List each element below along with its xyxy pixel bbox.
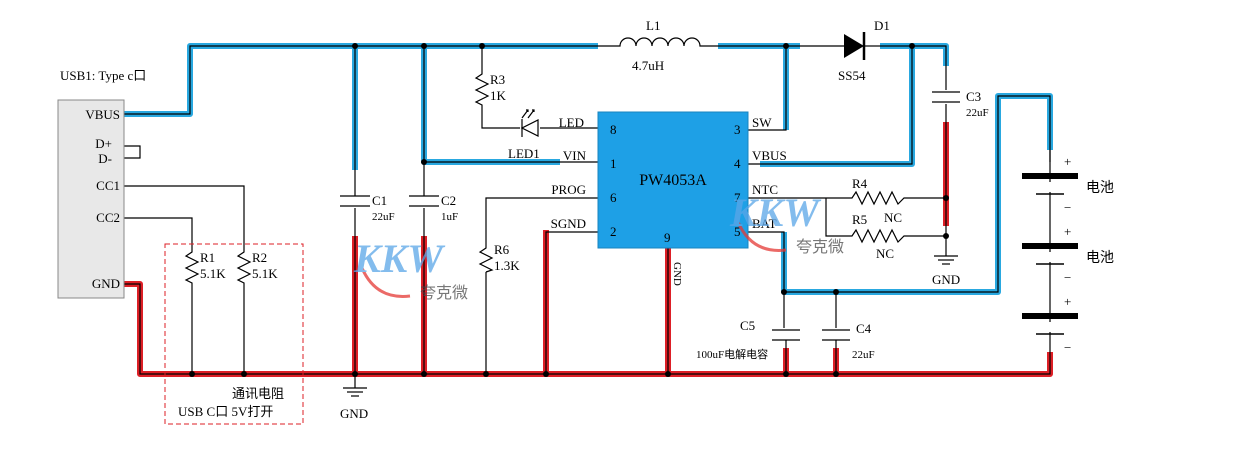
ic-name: PW4053A — [639, 172, 707, 189]
resistor-r3: R3 1K — [474, 70, 507, 108]
battery-3-plus: + — [1064, 294, 1071, 309]
usb-connector: USB1: Type c口 VBUS D+ D- CC1 CC2 GND — [57, 68, 146, 299]
resistor-r1: R1 5.1K — [184, 246, 226, 288]
usb-pin-dplus: D+ — [95, 136, 112, 151]
watermark-left-text: KKW — [353, 236, 445, 281]
watermark-right-text: KKW — [729, 190, 821, 235]
gnd-label-left: GND — [340, 406, 368, 421]
usb-title: USB1: Type c口 — [60, 68, 146, 83]
d1-value: SS54 — [838, 68, 866, 83]
ic-pin-2-num: 2 — [610, 224, 617, 239]
l1-value: 4.7uH — [632, 58, 664, 73]
ic-pin-3-num: 3 — [734, 122, 741, 137]
ic-pin-ntc-label: NTC — [752, 182, 778, 197]
ic-pin-1-num: 1 — [610, 156, 617, 171]
battery-label-2: 电池 — [1086, 250, 1114, 266]
capacitor-c3: C3 22uF — [932, 89, 989, 119]
usb-pin-gnd: GND — [92, 276, 120, 291]
ic-pin-9-num: 9 — [664, 230, 671, 245]
r6-value: 1.3K — [494, 258, 520, 273]
battery-stack: + − + − + − 电池 电池 — [1020, 150, 1114, 355]
ic-pin-7-num: 7 — [734, 190, 741, 205]
battery-3-minus: − — [1064, 340, 1071, 355]
ground-symbol-left: GND — [340, 387, 368, 421]
junctions — [189, 43, 949, 377]
r1-value: 5.1K — [200, 266, 226, 281]
capacitor-c5: C5 100uF电解电容 — [696, 318, 800, 361]
r5-ref: R5 — [852, 212, 867, 227]
r2-value: 5.1K — [252, 266, 278, 281]
led1-ref: LED1 — [508, 146, 540, 161]
usb-pin-vbus: VBUS — [85, 107, 120, 122]
wires — [124, 45, 1051, 388]
resistor-r4: R4 NC — [846, 176, 910, 225]
r1-ref: R1 — [200, 250, 215, 265]
ic-pin-gnd-label: GND — [671, 262, 683, 286]
resistor-r6: R6 1.3K — [478, 242, 520, 273]
watermark-right-sub: 夸克微 — [796, 238, 844, 256]
c1-value: 22uF — [372, 211, 395, 223]
ic-pin-bat-label: BAT — [752, 216, 777, 231]
ic-pin-led-label: LED — [559, 115, 584, 130]
l1-ref: L1 — [646, 18, 660, 33]
watermark-left-sub: 夸克微 — [420, 284, 468, 302]
c5-ref: C5 — [740, 318, 755, 333]
ic-pin-sgnd-label: SGND — [551, 216, 586, 231]
c4-ref: C4 — [856, 321, 872, 336]
cc-resistor-note: 通讯电阻 USB C口 5V打开 — [164, 243, 304, 425]
capacitor-c4: C4 22uF — [822, 321, 875, 361]
note-line-1: 通讯电阻 — [232, 386, 284, 401]
note-line-2: USB C口 5V打开 — [178, 404, 273, 419]
battery-1-minus: − — [1064, 200, 1071, 215]
resistor-r2: R2 5.1K — [236, 246, 278, 288]
d1-ref: D1 — [874, 18, 890, 33]
c1-ref: C1 — [372, 193, 387, 208]
ic-pin-prog-label: PROG — [551, 182, 586, 197]
battery-2-plus: + — [1064, 224, 1071, 239]
capacitor-c1: C1 22uF — [340, 193, 395, 223]
r5-value: NC — [876, 246, 894, 261]
r6-ref: R6 — [494, 242, 510, 257]
usb-pin-cc2: CC2 — [96, 210, 120, 225]
r3-ref: R3 — [490, 72, 505, 87]
diode-d1: D1 SS54 — [800, 18, 890, 83]
watermark-left: KKW 夸克微 — [353, 236, 468, 302]
battery-label-1: 电池 — [1086, 180, 1114, 196]
c2-ref: C2 — [441, 193, 456, 208]
ic-pin-8-num: 8 — [610, 122, 617, 137]
ic-pin-5-num: 5 — [734, 224, 741, 239]
c3-value: 22uF — [966, 107, 989, 119]
ic-pw4053a: PW4053A 8 1 6 2 3 4 7 5 9 LED VIN PROG S… — [551, 111, 787, 286]
ic-pin-vbus-label: VBUS — [752, 148, 787, 163]
r4-ref: R4 — [852, 176, 868, 191]
battery-1-plus: + — [1064, 154, 1071, 169]
usb-pin-cc1: CC1 — [96, 178, 120, 193]
r2-ref: R2 — [252, 250, 267, 265]
r3-value: 1K — [490, 88, 507, 103]
inductor-l1: L1 4.7uH — [598, 18, 718, 73]
gnd-label-right: GND — [932, 272, 960, 287]
c4-value: 22uF — [852, 349, 875, 361]
resistor-r5: R5 NC — [846, 212, 910, 261]
ic-pin-6-num: 6 — [610, 190, 617, 205]
capacitor-c2: C2 1uF — [409, 193, 458, 223]
led-led1: LED1 — [508, 109, 540, 161]
r4-value: NC — [884, 210, 902, 225]
c2-value: 1uF — [441, 211, 458, 223]
c5-value: 100uF电解电容 — [696, 347, 768, 361]
watermark-right: KKW 夸克微 — [729, 190, 844, 256]
battery-2-minus: − — [1064, 270, 1071, 285]
usb-pin-dminus: D- — [98, 151, 112, 166]
ic-pin-vin-label: VIN — [563, 148, 587, 163]
ic-pin-4-num: 4 — [734, 156, 741, 171]
ic-pin-sw-label: SW — [752, 115, 772, 130]
ground-symbol-right: GND — [932, 236, 960, 287]
c3-ref: C3 — [966, 89, 981, 104]
